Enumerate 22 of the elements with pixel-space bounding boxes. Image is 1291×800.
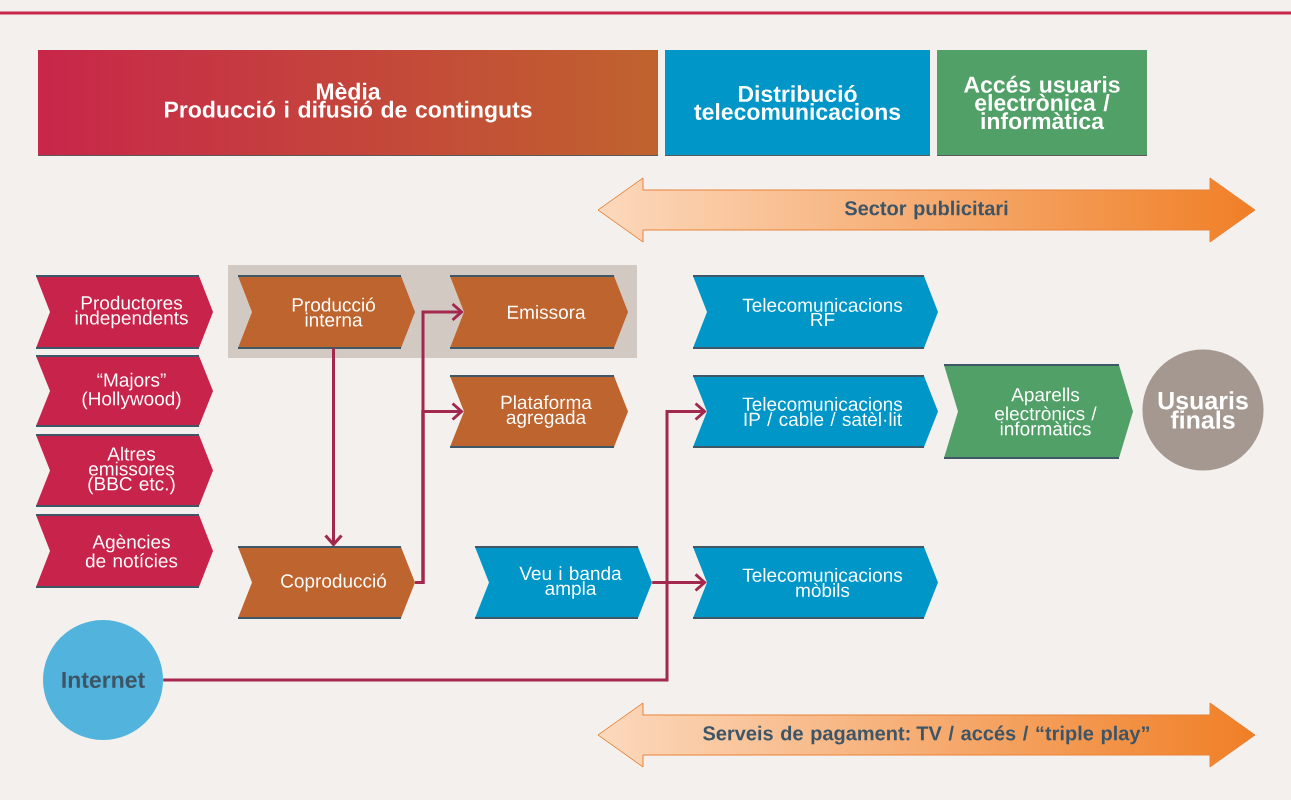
arrow — [324, 348, 343, 547]
arrow — [163, 402, 707, 682]
circle-node: Usuaris finals — [1142, 349, 1264, 471]
arrow — [415, 402, 464, 584]
header-bar: Distribució telecomunicacions — [664, 50, 931, 156]
chevron-box: Emissora — [449, 275, 628, 349]
chevron-box: “Majors” (Hollywood) — [35, 355, 213, 427]
chevron-box: Telecomunicacions mòbils — [692, 546, 938, 619]
chevron-box: Coproducció — [237, 546, 415, 619]
chevron-box: Aparells electrònics / informàtics — [943, 364, 1133, 459]
arrow — [652, 573, 707, 592]
chevron-box: Productores independents — [35, 275, 213, 349]
chevron-box: Telecomunicacions IP / cable / satèl·lit — [692, 375, 938, 448]
header-bar: Accés usuaris electrònica / informàtica — [936, 50, 1148, 156]
chevron-box: Veu i banda ampla — [474, 546, 652, 619]
chevron-box: Plataforma agregada — [449, 375, 628, 448]
chevron-box: Telecomunicacions RF — [692, 275, 938, 349]
header-bar: Mèdia Producció i difusió de continguts — [37, 50, 659, 156]
chevron-box: Agències de notícies — [35, 514, 213, 588]
chevron-box: Altres emissores (BBC etc.) — [35, 434, 213, 507]
chevron-box: Producció interna — [237, 275, 415, 349]
circle-node: Internet — [43, 620, 163, 740]
